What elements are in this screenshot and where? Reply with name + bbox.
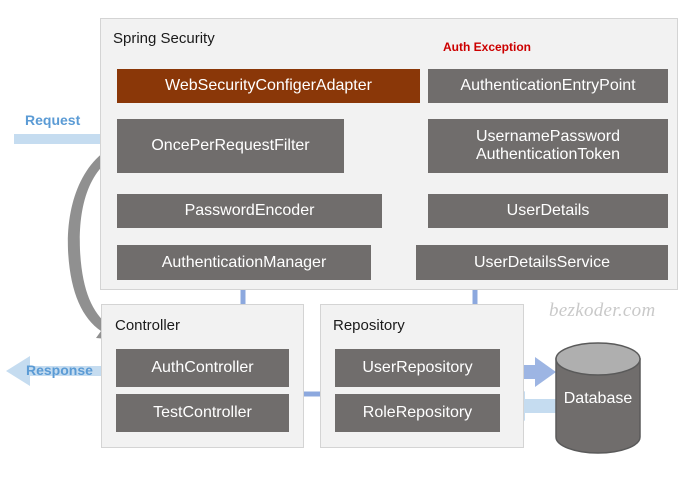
node-token-line-1: UsernamePassword (475, 128, 621, 146)
node-token-line-2: AuthenticationToken (475, 146, 621, 163)
node-passwordencoder[interactable]: PasswordEncoder (117, 194, 382, 228)
label-auth-exception: Auth Exception (443, 40, 532, 54)
arrow-response (6, 356, 104, 386)
node-database-label: Database (563, 390, 633, 407)
panel-spring-security-title: Spring Security (113, 30, 215, 47)
panel-controller-title: Controller (115, 317, 181, 334)
node-authcontroller[interactable]: AuthController (116, 349, 289, 387)
node-testcontroller[interactable]: TestController (116, 394, 289, 432)
node-authenticationmanager[interactable]: AuthenticationManager (117, 245, 371, 280)
node-userrepository[interactable]: UserRepository (335, 349, 500, 387)
node-userdetails[interactable]: UserDetails (428, 194, 668, 228)
node-websecurityconfigeradapter[interactable]: WebSecurityConfigerAdapter (117, 69, 420, 103)
node-onceperrequestfilter[interactable]: OncePerRequestFilter (117, 119, 344, 173)
label-request: Request (25, 112, 81, 128)
panel-repository-title: Repository (333, 317, 405, 334)
node-usernamepasswordauthenticationtoken[interactable]: UsernamePassword AuthenticationToken (428, 119, 668, 173)
node-authenticationentrypoint[interactable]: AuthenticationEntryPoint (428, 69, 668, 103)
arrow-userrepository-to-database (500, 357, 556, 387)
node-userdetailsservice[interactable]: UserDetailsService (416, 245, 668, 280)
watermark: bezkoder.com (549, 300, 656, 321)
arrow-request (14, 124, 126, 154)
node-rolerepository[interactable]: RoleRepository (335, 394, 500, 432)
label-response: Response (26, 362, 93, 378)
arrow-filter-to-controller (67, 139, 134, 340)
